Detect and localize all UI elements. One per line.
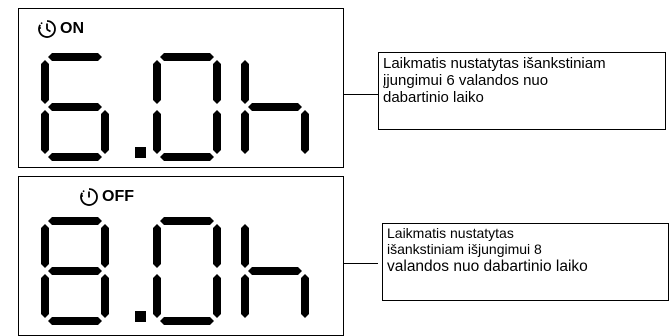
lcd-segment-b xyxy=(101,224,109,268)
lcd-segment-c xyxy=(301,110,309,154)
lcd-segment-b xyxy=(213,224,221,268)
lcd-segment-e xyxy=(153,274,161,318)
lcd-segment-d xyxy=(160,153,214,161)
caption-line: Laikmatis nustatytas išankstiniam xyxy=(383,55,606,72)
lcd-segment-a xyxy=(48,217,102,225)
lcd-segment-g xyxy=(48,103,102,111)
timer-clock-icon xyxy=(37,19,57,39)
lcd-readout xyxy=(25,49,339,165)
lcd-segment-e xyxy=(153,110,161,154)
lcd-segment-g xyxy=(48,267,102,275)
timer-off-indicator: OFF xyxy=(79,187,134,207)
lcd-segment-c xyxy=(101,110,109,154)
lcd-segment-f xyxy=(241,60,249,104)
lcd-segment-a xyxy=(160,53,214,61)
lcd-segment-g xyxy=(248,267,302,275)
lcd-segment-f xyxy=(41,60,49,104)
timer-on-display: ON xyxy=(18,8,344,168)
lcd-segment-d xyxy=(160,317,214,325)
lcd-segment-f xyxy=(153,224,161,268)
lcd-segment-d xyxy=(48,153,102,161)
callout-leader-line xyxy=(344,94,378,95)
lcd-decimal-point xyxy=(135,311,146,322)
lcd-segment-c xyxy=(213,274,221,318)
lcd-segment-c xyxy=(213,110,221,154)
lcd-segment-f xyxy=(41,224,49,268)
timer-on-caption: Laikmatis nustatytas išankstiniam įjungi… xyxy=(378,52,666,130)
lcd-segment-d xyxy=(48,317,102,325)
lcd-segment-c xyxy=(101,274,109,318)
caption-line: įjungimui 6 valandos nuo xyxy=(383,72,549,90)
lcd-segment-f xyxy=(153,60,161,104)
lcd-segment-b xyxy=(213,60,221,104)
timer-clock-icon xyxy=(79,187,99,207)
timer-off-display: OFF xyxy=(18,176,344,336)
lcd-segment-a xyxy=(160,217,214,225)
lcd-segment-e xyxy=(241,274,249,318)
mode-label: ON xyxy=(60,20,84,37)
timer-off-caption: Laikmatis nustatytas išankstiniam išjung… xyxy=(382,223,669,301)
caption-line: Laikmatis nustatytas xyxy=(387,225,514,241)
lcd-decimal-point xyxy=(135,147,146,158)
timer-on-indicator: ON xyxy=(37,19,84,39)
lcd-segment-a xyxy=(48,53,102,61)
lcd-segment-c xyxy=(301,274,309,318)
callout-leader-line xyxy=(344,263,378,264)
caption-line: išankstiniam išjungimui 8 xyxy=(387,240,542,257)
lcd-segment-e xyxy=(41,274,49,318)
caption-line: dabartinio laiko xyxy=(383,89,484,107)
mode-label: OFF xyxy=(102,188,134,205)
lcd-segment-e xyxy=(41,110,49,154)
lcd-segment-e xyxy=(241,110,249,154)
lcd-segment-f xyxy=(241,224,249,268)
lcd-segment-g xyxy=(248,103,302,111)
caption-line: valandos nuo dabartinio laiko xyxy=(387,257,588,275)
lcd-readout xyxy=(25,213,339,329)
